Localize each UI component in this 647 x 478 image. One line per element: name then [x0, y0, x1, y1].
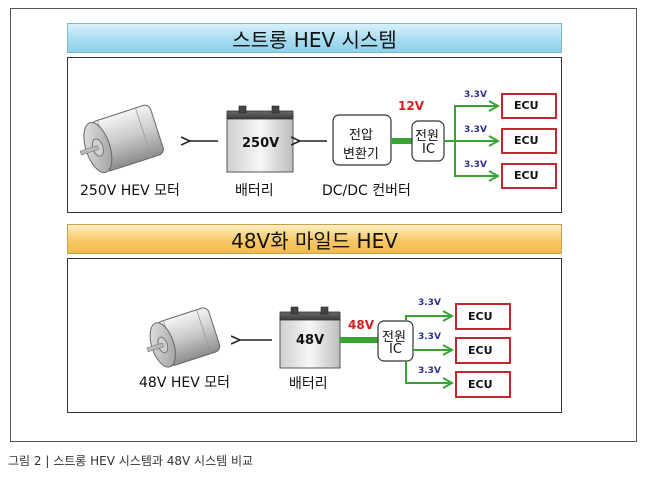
mild-rail-voltage: 3.3V — [418, 332, 441, 342]
strong-hev-title-banner: 스트롱 HEV 시스템 — [67, 23, 562, 53]
mild-battery-voltage: 48V — [296, 333, 325, 348]
figure-caption: 그림 2 | 스트롱 HEV 시스템과 48V 시스템 비교 — [8, 454, 254, 468]
mild-ecu-label: ECU — [468, 310, 493, 323]
ecu-box — [455, 337, 511, 364]
strong-rail-voltage: 3.3V — [464, 90, 487, 100]
strong-rail-arrow — [444, 106, 498, 142]
strong-battery-voltage: 250V — [242, 136, 280, 151]
strong-bus-voltage: 12V — [398, 99, 424, 113]
strong-hev-title: 스트롱 HEV 시스템 — [232, 27, 397, 52]
mild-battery-label: 배터리 — [289, 376, 328, 392]
strong-hev-motor-icon — [79, 104, 164, 174]
ecu-box — [501, 93, 557, 119]
strong-power-ic-line1: 전원 — [415, 129, 439, 144]
ecu-box — [501, 128, 557, 154]
strong-ecu-label: ECU — [514, 169, 539, 182]
converter-text-line2: 변환기 — [343, 147, 379, 162]
mild-rail-voltage: 3.3V — [418, 366, 441, 376]
ecu-box — [501, 163, 557, 189]
mild-power-ic-box — [377, 320, 414, 362]
strong-rail-voltage: 3.3V — [464, 125, 487, 135]
strong-power-ic-line2: IC — [422, 142, 435, 157]
mild-power-ic-line1: 전원 — [382, 330, 406, 345]
mild-power-ic-line2: IC — [389, 342, 402, 357]
mild-hev-title-banner: 48V화 마일드 HEV — [67, 224, 562, 254]
strong-battery-label: 배터리 — [235, 183, 274, 199]
mild-rail-voltage: 3.3V — [418, 298, 441, 308]
strong-ecu-label: ECU — [514, 99, 539, 112]
mild-rail-arrow — [405, 316, 452, 321]
mild-rail-arrow — [405, 361, 452, 383]
mild-ecu-label: ECU — [468, 378, 493, 391]
strong-rail-arrows — [444, 106, 498, 176]
mild-hev-battery-icon — [279, 306, 341, 369]
ecu-box — [455, 371, 511, 398]
mild-motor-label: 48V HEV 모터 — [139, 375, 231, 391]
strong-ecu-label: ECU — [514, 134, 539, 147]
strong-rail-voltage: 3.3V — [464, 160, 487, 170]
converter-label: DC/DC 컨버터 — [322, 183, 411, 199]
mild-bus-voltage: 48V — [348, 318, 374, 332]
mild-hev-title: 48V화 마일드 HEV — [231, 228, 398, 253]
strong-ecu-boxes — [501, 93, 557, 189]
strong-motor-label: 250V HEV 모터 — [80, 183, 180, 199]
mild-hev-motor-icon — [146, 307, 221, 368]
mild-ecu-boxes — [455, 303, 511, 398]
mild-rail-arrows — [405, 316, 452, 383]
strong-hev-battery-icon — [226, 105, 294, 173]
strong-rail-arrow — [454, 141, 498, 176]
converter-text-line1: 전압 — [349, 128, 373, 143]
mild-ecu-label: ECU — [468, 344, 493, 357]
ecu-box — [455, 303, 511, 330]
